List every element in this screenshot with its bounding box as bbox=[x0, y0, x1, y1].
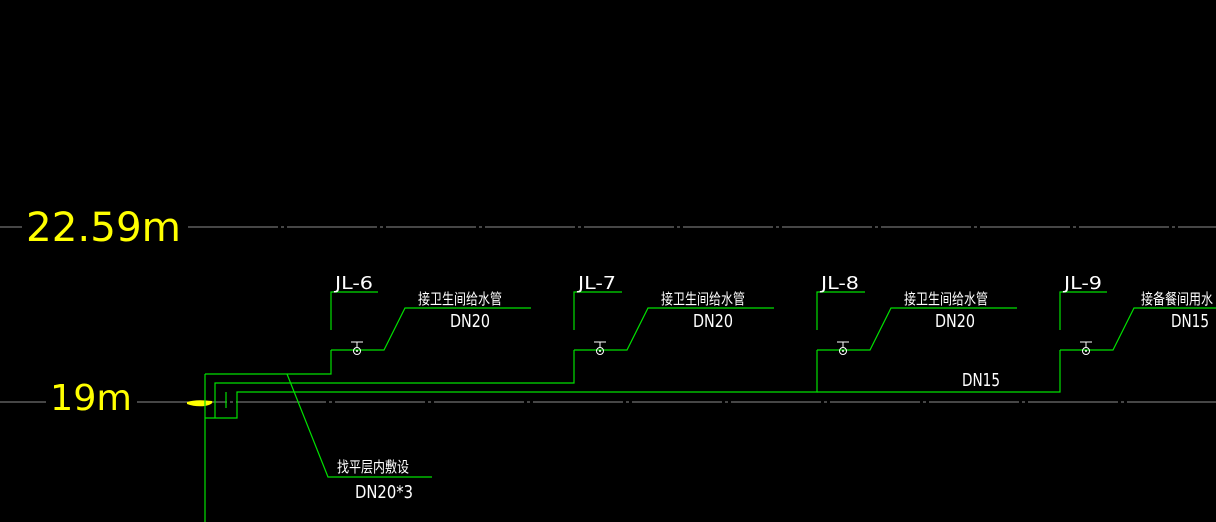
pipe-run-jl6 bbox=[205, 350, 332, 375]
pipe-run-jl7 bbox=[214, 350, 575, 418]
riser-note-jl9: 接备餐间用水 bbox=[1141, 291, 1213, 308]
riser-name-jl8: JL-8 bbox=[820, 273, 859, 294]
riser-name-jl6: JL-6 bbox=[334, 273, 373, 294]
riser-size-jl6: DN20 bbox=[450, 311, 490, 332]
riser-note-jl8: 接卫生间给水管 bbox=[904, 291, 988, 308]
riser-name-jl7: JL-7 bbox=[577, 273, 616, 294]
junction-marker bbox=[187, 400, 213, 407]
riser-name-jl9: JL-9 bbox=[1063, 273, 1102, 294]
note-leader bbox=[286, 373, 432, 478]
riser-group-jl7 bbox=[573, 291, 774, 355]
pipe-run-jl8 bbox=[205, 350, 818, 419]
note-size: DN20*3 bbox=[355, 482, 413, 503]
riser-note-jl6: 接卫生间给水管 bbox=[418, 291, 502, 308]
note-text: 找平层内敷设 bbox=[337, 458, 409, 476]
riser-size-jl9: DN15 bbox=[1171, 311, 1209, 332]
level-label-lower: 19m bbox=[50, 378, 132, 419]
riser-note-jl7: 接卫生间给水管 bbox=[661, 291, 745, 308]
riser-group-jl8 bbox=[816, 291, 1017, 355]
riser-size-jl7: DN20 bbox=[693, 311, 733, 332]
level-label-upper: 22.59m bbox=[26, 205, 181, 251]
riser-group-jl6 bbox=[330, 291, 531, 355]
riser-size-jl8: DN20 bbox=[935, 311, 975, 332]
riser-group-jl9 bbox=[1059, 291, 1216, 355]
pipe-run-jl9 bbox=[817, 350, 1061, 393]
main-pipe-size: DN15 bbox=[962, 370, 1000, 391]
